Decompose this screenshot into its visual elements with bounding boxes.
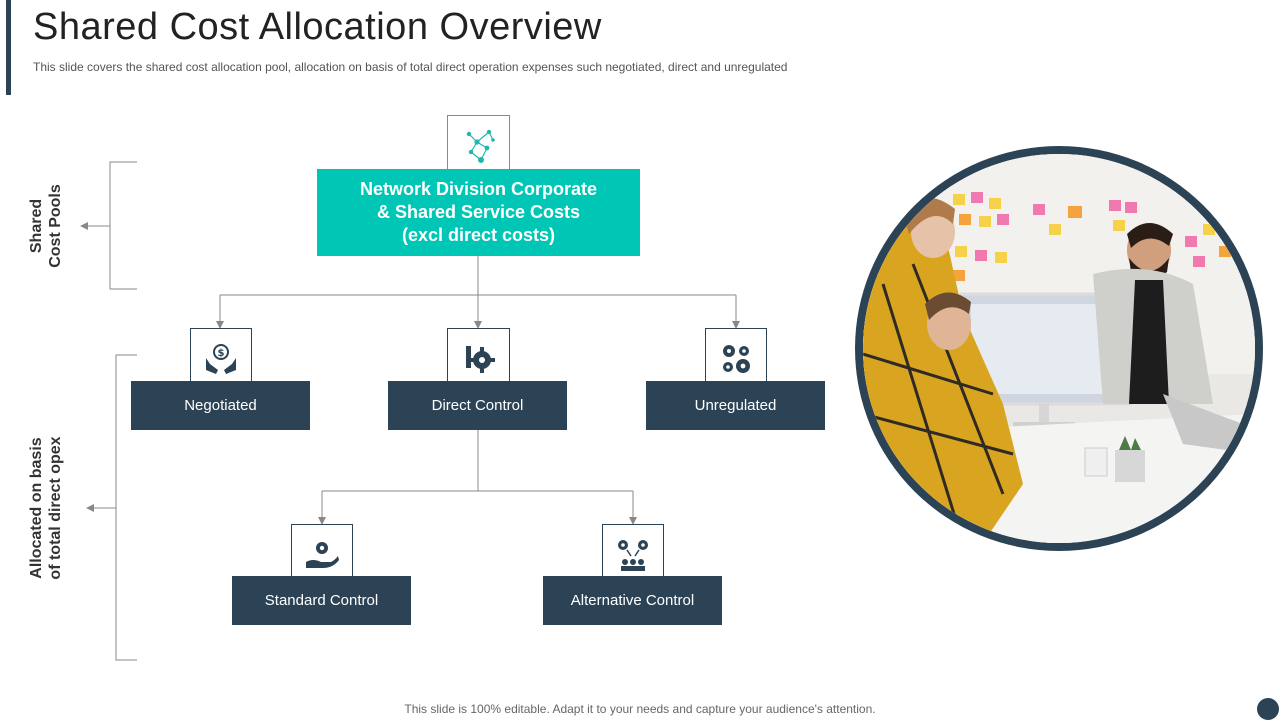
team-photo xyxy=(863,154,1255,543)
svg-text:$: $ xyxy=(218,348,225,359)
node-unregulated: Unregulated xyxy=(646,381,825,430)
side-label-allocated: Allocated on basis of total direct opex xyxy=(27,436,65,579)
gears-icon xyxy=(705,328,767,390)
gear-palm-icon xyxy=(291,524,353,586)
side-label-allocated-text: Allocated on basis of total direct opex xyxy=(28,436,64,580)
page-subtitle: This slide covers the shared cost alloca… xyxy=(33,60,788,74)
bracket-shared-pools xyxy=(109,161,137,290)
node-negotiated-label: Negotiated xyxy=(184,397,257,414)
node-alternative-control: Alternative Control xyxy=(543,576,722,625)
node-standard-control: Standard Control xyxy=(232,576,411,625)
network-icon xyxy=(447,115,510,177)
node-standard-control-label: Standard Control xyxy=(264,592,379,609)
node-direct-control-label: Direct Control xyxy=(431,397,524,414)
team-photo-frame xyxy=(855,146,1263,551)
side-label-shared-pools-text: Shared Cost Pools xyxy=(28,184,64,268)
footer-note: This slide is 100% editable. Adapt it to… xyxy=(404,702,876,716)
top-cost-node-label: Network Division Corporate & Shared Serv… xyxy=(359,179,598,245)
top-cost-node: Network Division Corporate & Shared Serv… xyxy=(317,169,640,256)
corner-dot xyxy=(1257,698,1279,720)
page-title: Shared Cost Allocation Overview xyxy=(33,6,602,48)
node-negotiated: Negotiated xyxy=(131,381,310,430)
side-label-shared-pools: Shared Cost Pools xyxy=(27,184,65,268)
accent-bar xyxy=(6,0,11,95)
node-alternative-control-label: Alternative Control xyxy=(570,592,695,609)
node-direct-control: Direct Control xyxy=(388,381,567,430)
node-unregulated-label: Unregulated xyxy=(694,397,777,414)
gear-hand-icon xyxy=(447,328,510,390)
